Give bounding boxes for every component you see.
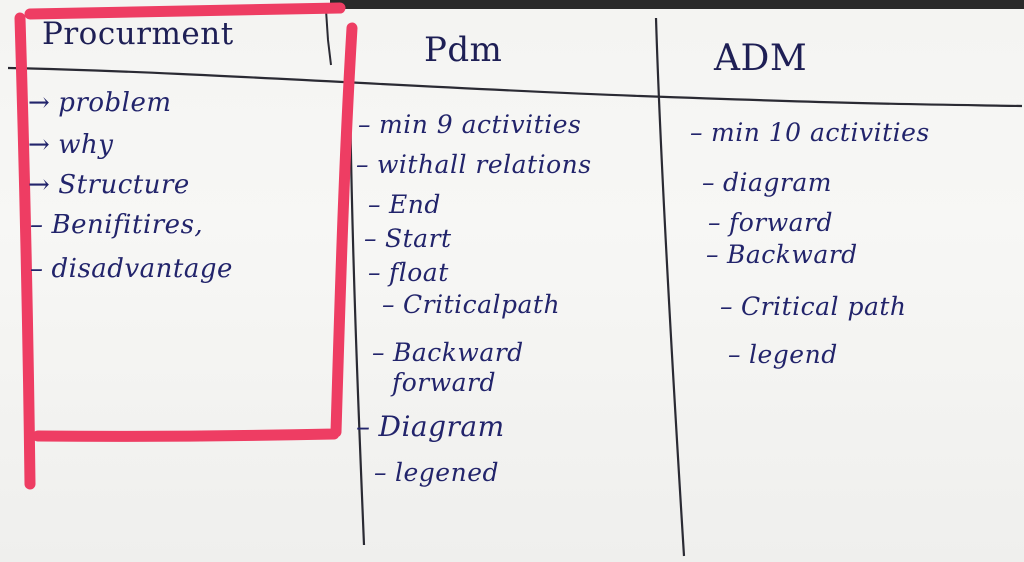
dash-marker: – [374,458,387,487]
dash-marker: – [728,340,741,369]
pdm-item: –float [368,258,449,287]
adm-item: –forward [708,208,833,237]
dash-marker: – [356,150,369,179]
pdm-item: –min 9 activities [358,110,581,139]
procurement-item: →Structure [28,170,190,200]
item-text: Benifitires, [51,210,204,240]
arrow-marker: → [28,88,51,118]
dash-marker: – [368,190,381,219]
item-text: min 9 activities [379,110,582,139]
item-text: Backward [393,338,524,367]
dash-marker: – [706,240,719,269]
pdm-item: –Backward [372,338,524,367]
item-text: Start [385,224,452,253]
dash-marker: – [364,224,377,253]
header-divider-line [7,66,1023,108]
adm-item: –legend [728,340,838,369]
pdm-item: –Criticalpath [382,290,560,319]
item-text: why [58,130,114,160]
dash-marker: – [702,168,715,197]
pdm-item: –withall relations [356,150,592,179]
item-text: Critical path [741,292,907,321]
item-text: min 10 activities [711,118,930,147]
item-text: withall relations [377,150,592,179]
item-text: diagram [723,168,832,197]
adm-item: –min 10 activities [690,118,930,147]
procurement-heading: Procurment [42,16,234,52]
adm-item: –Backward [706,240,858,269]
highlight-box [14,2,358,490]
item-text: Criticalpath [403,290,561,319]
pdm-item: –legened [374,458,499,487]
item-text: forward [729,208,834,237]
dash-marker: – [708,208,721,237]
procurement-item: →why [28,130,114,160]
item-text: Diagram [378,410,505,443]
dash-marker: – [30,210,44,240]
adm-item: –diagram [702,168,832,197]
dash-marker: – [368,258,381,287]
item-text: Structure [58,170,190,200]
procurement-item: →problem [28,88,172,118]
procurement-item: –disadvantage [30,254,233,284]
column-divider-1 [325,9,332,66]
item-text: problem [58,88,172,118]
pdm-item: –Diagram [356,410,505,443]
dash-marker: – [720,292,733,321]
dash-marker: – [372,338,385,367]
adm-item: –Critical path [720,292,907,321]
item-text: float [389,258,449,287]
item-text: Backward [727,240,858,269]
procurement-item: –Benifitires, [30,210,203,240]
column-divider-3 [654,17,686,557]
pdm-item: –Start [364,224,452,253]
item-text: disadvantage [51,254,233,284]
item-text: legend [749,340,838,369]
dash-marker: – [382,290,395,319]
arrow-marker: → [28,130,51,160]
pdm-item: –End [368,190,441,219]
dash-marker: – [358,110,371,139]
dash-marker: – [690,118,703,147]
pdm-heading: Pdm [424,30,503,70]
arrow-marker: → [28,170,51,200]
dash-marker: – [30,254,44,284]
item-text: forward [392,368,497,397]
whiteboard-top-edge [330,0,1024,9]
adm-heading: ADM [714,38,808,79]
item-text: End [389,190,441,219]
dash-marker: – [356,410,371,443]
pdm-item: forward [392,368,496,397]
item-text: legened [395,458,499,487]
